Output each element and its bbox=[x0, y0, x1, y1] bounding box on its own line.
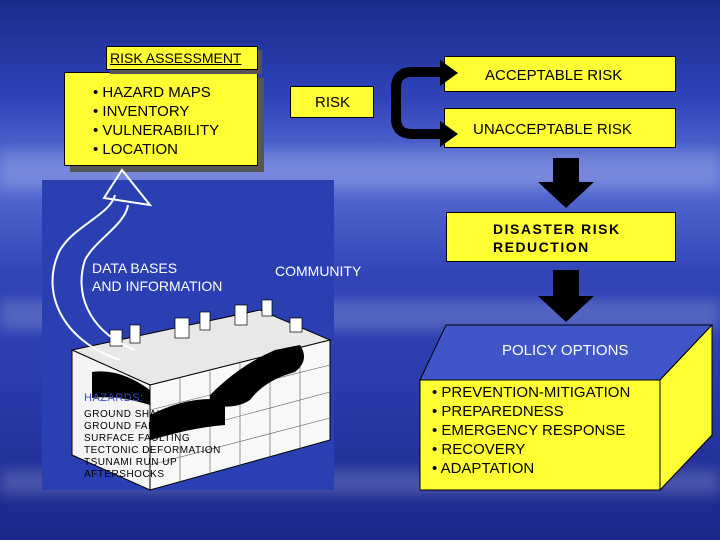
risk-item: • VULNERABILITY bbox=[93, 122, 220, 139]
policy-item: • PREPAREDNESS bbox=[432, 403, 564, 420]
hazard-item: SURFACE FAULTING bbox=[84, 433, 191, 444]
unacceptable-risk-box: UNACCEPTABLE RISK bbox=[444, 108, 676, 148]
risk-item: • INVENTORY bbox=[93, 103, 190, 120]
hazards-list: HAZARDS: GROUND SHAKING GROUND FAILURE S… bbox=[84, 392, 221, 481]
hazard-item: GROUND FAILURE bbox=[84, 421, 180, 432]
down-arrow-1 bbox=[538, 158, 594, 208]
hazard-item: AFTERSHOCKS bbox=[84, 469, 165, 480]
acceptable-risk-box: ACCEPTABLE RISK bbox=[444, 56, 676, 92]
acceptable-risk-label: ACCEPTABLE RISK bbox=[485, 67, 623, 84]
drr-line: REDUCTION bbox=[493, 239, 590, 255]
databases-line: DATA BASES bbox=[92, 260, 178, 276]
risk-item: • HAZARD MAPS bbox=[93, 84, 211, 101]
policy-item: • RECOVERY bbox=[432, 441, 526, 458]
disaster-risk-reduction-box: DISASTER RISK REDUCTION bbox=[446, 212, 676, 262]
risk-item: • LOCATION bbox=[93, 141, 178, 158]
community-label: COMMUNITY bbox=[275, 263, 362, 279]
policy-item: • PREVENTION-MITIGATION bbox=[432, 384, 631, 401]
hazard-item: GROUND SHAKING bbox=[84, 409, 184, 420]
policy-item: • EMERGENCY RESPONSE bbox=[432, 422, 626, 439]
databases-line: AND INFORMATION bbox=[92, 278, 223, 294]
down-arrow-2 bbox=[538, 270, 594, 322]
unacceptable-risk-label: UNACCEPTABLE RISK bbox=[473, 121, 632, 138]
risk-assessment-title: RISK ASSESSMENT bbox=[106, 46, 258, 70]
hazard-item: TECTONIC DEFORMATION bbox=[84, 445, 221, 456]
earth-block-illustration bbox=[70, 299, 332, 491]
drr-line: DISASTER RISK bbox=[493, 221, 621, 237]
databases-label: DATA BASES AND INFORMATION bbox=[92, 259, 222, 295]
policy-item: • ADAPTATION bbox=[432, 460, 535, 477]
risk-box: RISK bbox=[290, 86, 374, 118]
hazard-item: TSUNAMI RUN UP bbox=[84, 457, 178, 468]
risk-assessment-title-text: RISK ASSESSMENT bbox=[110, 50, 242, 66]
hazards-title: HAZARDS: bbox=[84, 392, 144, 404]
policy-options-title: POLICY OPTIONS bbox=[502, 342, 629, 359]
risk-assessment-box: • HAZARD MAPS • INVENTORY • VULNERABILIT… bbox=[64, 72, 258, 166]
risk-label: RISK bbox=[315, 94, 351, 111]
